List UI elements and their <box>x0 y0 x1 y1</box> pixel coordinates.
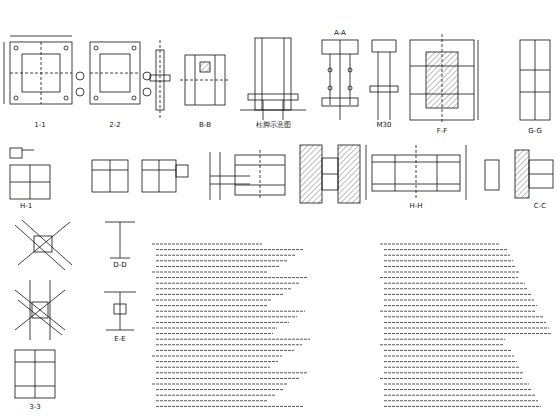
note-text-line <box>156 389 283 390</box>
note-text-line <box>384 328 549 329</box>
section-label: A-A <box>333 30 347 37</box>
note-text-line <box>156 361 278 362</box>
note-text-line <box>384 260 513 261</box>
note-text-line <box>384 400 538 401</box>
note-text-line <box>384 361 517 362</box>
note-text-line <box>152 328 277 329</box>
note-text-line <box>384 356 514 357</box>
note-text-line <box>384 367 520 368</box>
note-text-line <box>152 272 267 273</box>
note-text-line <box>384 389 532 390</box>
note-text-line <box>152 384 287 385</box>
section-label: H-1 <box>19 203 33 210</box>
note-text-line <box>156 400 267 401</box>
note-text-line <box>156 350 294 351</box>
note-text-line <box>156 378 299 379</box>
note-text-line <box>384 316 543 317</box>
section-label: G-G <box>527 128 543 135</box>
note-text-line <box>156 367 270 368</box>
note-text-line <box>384 300 534 301</box>
note-text-line <box>156 288 292 289</box>
section-label: C-C <box>533 203 547 210</box>
note-text-line <box>152 300 272 301</box>
note-text-line <box>380 378 522 379</box>
note-text-line <box>156 283 300 284</box>
note-text-line <box>384 272 519 273</box>
note-text-line <box>384 255 510 256</box>
note-text-line <box>156 249 303 250</box>
note-text-line <box>384 333 552 334</box>
note-text-line <box>152 244 262 245</box>
note-text-line <box>384 395 535 396</box>
note-text-line <box>156 311 305 312</box>
note-text-line <box>156 255 295 256</box>
note-text-line <box>384 322 546 323</box>
note-text-line <box>384 339 505 340</box>
note-text-line <box>156 344 302 345</box>
note-text-line <box>384 384 529 385</box>
section-label: 2-2 <box>108 122 121 129</box>
note-text-line <box>156 372 307 373</box>
note-text-line <box>380 311 536 312</box>
note-text-line <box>384 305 537 306</box>
section-label: 柱脚示意图 <box>255 122 292 129</box>
note-text-line <box>384 283 525 284</box>
note-text-line <box>156 316 297 317</box>
note-text-line <box>384 372 523 373</box>
note-text-line <box>156 406 304 407</box>
section-label: D-D <box>112 262 127 269</box>
section-label: E-E <box>113 336 126 343</box>
note-text-line <box>156 333 273 334</box>
note-text-line <box>156 260 287 261</box>
note-text-line <box>384 249 507 250</box>
note-text-line <box>156 322 289 323</box>
note-text-line <box>152 356 282 357</box>
note-text-line <box>384 266 516 267</box>
section-label: 3-3 <box>28 404 41 411</box>
note-text-line <box>380 277 518 278</box>
section-label: H-H <box>408 203 423 210</box>
section-label: M30 <box>376 122 393 129</box>
note-text-line <box>380 244 500 245</box>
note-text-line <box>156 339 310 340</box>
note-text-line <box>384 288 528 289</box>
note-text-line <box>380 344 504 345</box>
section-label: F-F <box>436 128 449 135</box>
note-text-line <box>156 266 279 267</box>
note-text-line <box>156 277 308 278</box>
note-text-line <box>384 350 511 351</box>
note-text-line <box>156 305 268 306</box>
section-label: B-B <box>198 122 212 129</box>
note-text-line <box>156 395 275 396</box>
note-text-line <box>156 294 284 295</box>
section-label: 1-1 <box>33 122 46 129</box>
note-text-line <box>384 406 541 407</box>
note-text-line <box>384 294 531 295</box>
